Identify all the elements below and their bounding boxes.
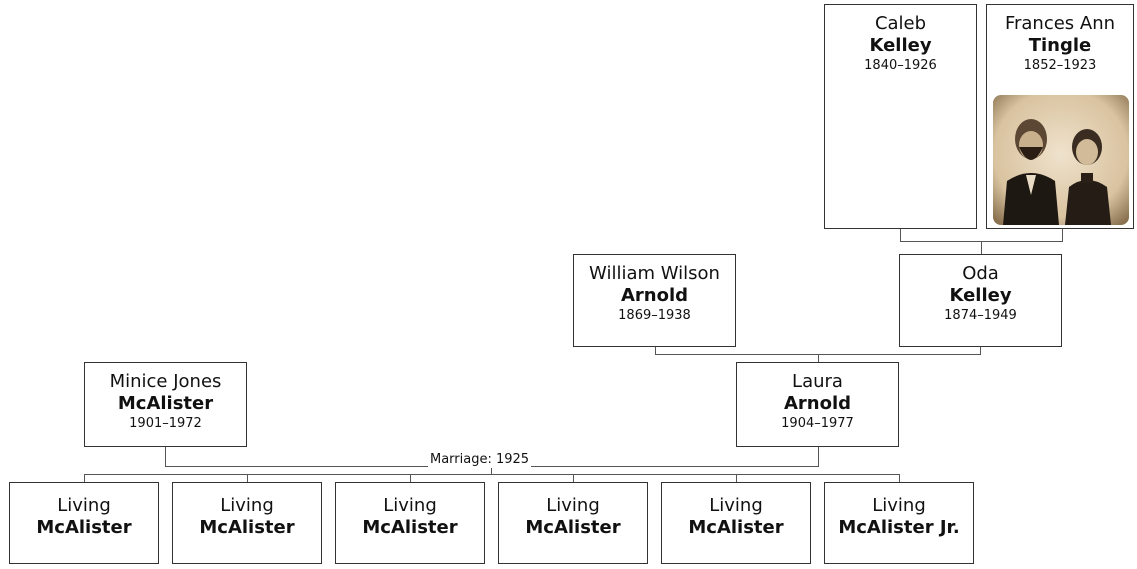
life-years: 1904–1977 [781,416,854,431]
given-name: Living [709,495,763,516]
person-card-caleb-kelley[interactable]: Caleb Kelley 1840–1926 [824,4,977,229]
given-name: Living [546,495,600,516]
surname: Arnold [620,285,689,306]
given-name: Living [383,495,437,516]
connector [1062,228,1063,241]
connector [573,474,574,482]
connector [900,228,901,241]
person-card-minice-mcalister[interactable]: Minice Jones McAlister 1901–1972 [84,362,247,447]
life-years: 1869–1938 [618,308,691,323]
surname: McAlister [117,393,214,414]
child-card[interactable]: Living McAlister Jr. [824,482,974,564]
connector [980,346,981,354]
surname: McAlister [525,517,621,538]
given-name: Frances Ann [1004,13,1116,34]
connector [655,346,656,354]
surname: Arnold [783,393,852,414]
person-card-frances-tingle[interactable]: Frances Ann Tingle 1852–1923 [986,4,1134,229]
connector [247,474,248,482]
connector [981,241,982,254]
child-card[interactable]: Living McAlister [498,482,648,564]
given-name: William Wilson [589,263,720,284]
connector [736,474,737,482]
connector [899,474,900,482]
person-card-william-arnold[interactable]: William Wilson Arnold 1869–1938 [573,254,736,347]
given-name: Oda [962,263,999,284]
child-card[interactable]: Living McAlister [172,482,322,564]
connector [818,354,819,362]
surname: McAlister [36,517,132,538]
given-name: Caleb [874,13,927,34]
connector [491,466,492,474]
person-card-laura-arnold[interactable]: Laura Arnold 1904–1977 [736,362,899,447]
life-years: 1852–1923 [1023,58,1097,73]
portrait-photo [993,95,1129,225]
surname: McAlister [199,517,295,538]
given-name: Living [872,495,926,516]
surname: Tingle [1028,35,1092,56]
life-years: 1901–1972 [129,416,202,431]
connector [410,474,411,482]
connector [818,446,819,466]
connector [165,446,166,466]
given-name: Living [57,495,111,516]
life-years: 1874–1949 [944,308,1017,323]
child-card[interactable]: Living McAlister [9,482,159,564]
connector [84,474,900,475]
child-card[interactable]: Living McAlister [661,482,811,564]
given-name: Minice Jones [109,371,222,392]
life-years: 1840–1926 [864,58,937,73]
surname: Kelley [949,285,1012,306]
person-card-oda-kelley[interactable]: Oda Kelley 1874–1949 [899,254,1062,347]
surname: McAlister Jr. [838,517,960,538]
marriage-label: Marriage: 1925 [428,452,532,468]
surname: McAlister [688,517,784,538]
child-card[interactable]: Living McAlister [335,482,485,564]
surname: Kelley [869,35,932,56]
connector [84,474,85,482]
given-name: Living [220,495,274,516]
given-name: Laura [792,371,843,392]
surname: McAlister [362,517,458,538]
